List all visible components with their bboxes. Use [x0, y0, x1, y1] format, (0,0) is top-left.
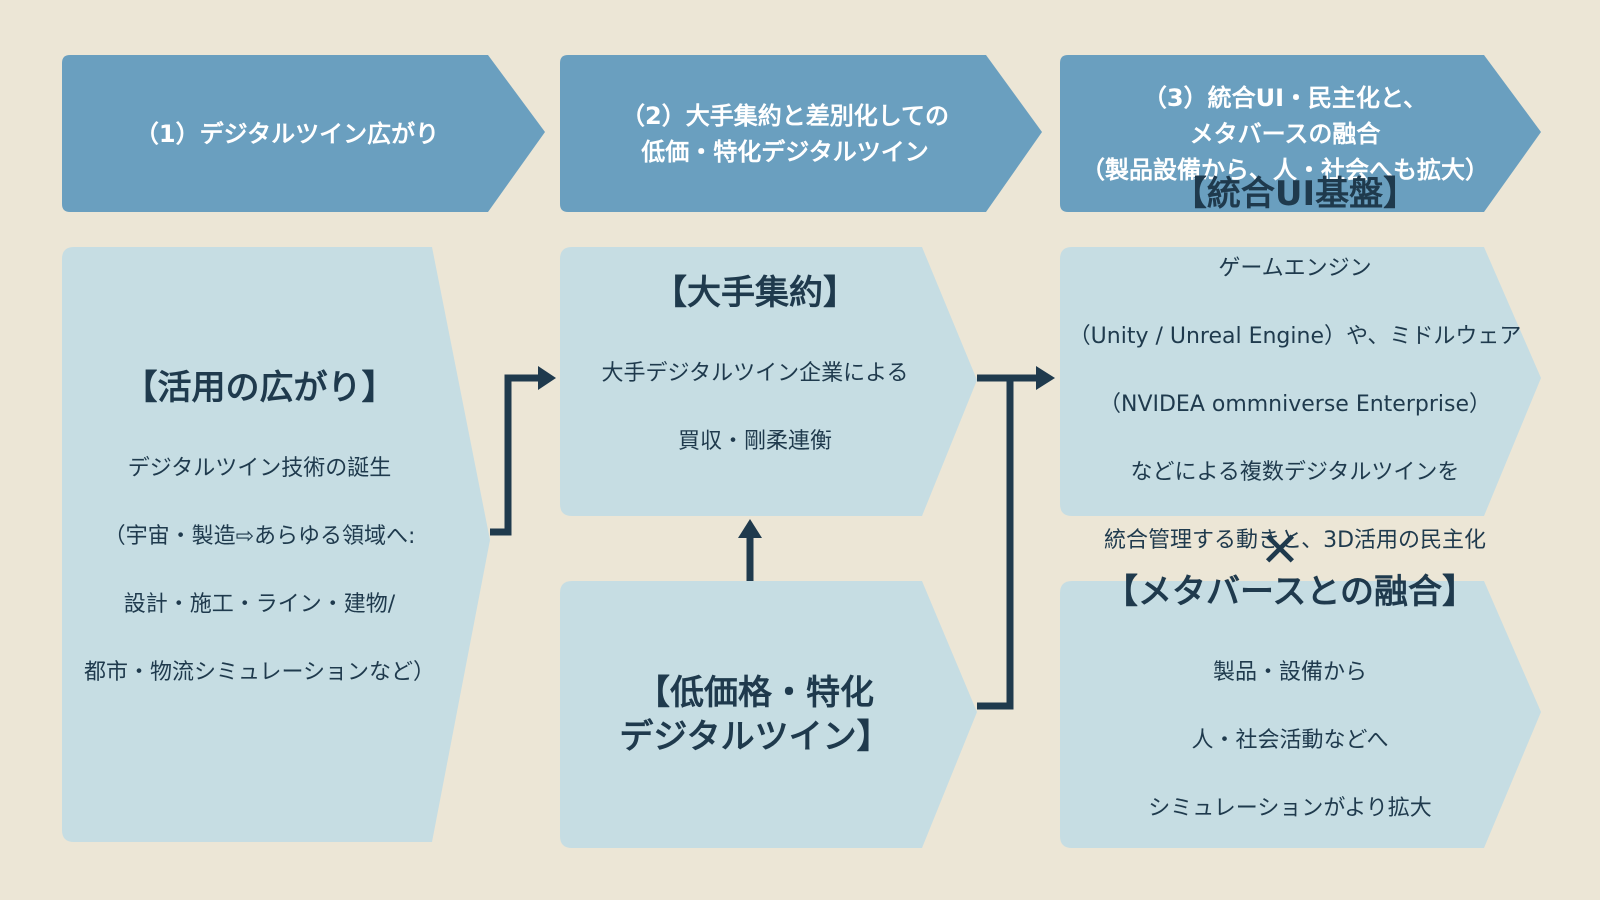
header-arrow-3 — [1060, 55, 1541, 212]
box-consolidation-title: 【大手集約】 — [653, 272, 857, 313]
box-spread-line-4: 都市・物流シミュレーションなど） — [83, 659, 436, 685]
box-spread-title: 【活用の広がり】 — [123, 367, 396, 408]
box-metaverse-shape — [1060, 581, 1541, 848]
box-integrated-line-4: などによる複数デジタルツインを — [1130, 459, 1460, 485]
box-integrated-shape — [1060, 247, 1541, 516]
arrowhead-up-to-consolidation — [738, 519, 762, 538]
box-metaverse-body: 製品・設備から 人・社会活動などへ シミュレーションがより拡大 — [1148, 622, 1432, 860]
header-arrow-2 — [560, 55, 1042, 212]
connector-spread-to-consolidation — [490, 374, 540, 536]
header-3-line-1: （3）統合UI・民主化と、 — [1142, 83, 1428, 112]
box-integrated-line-1: ゲームエンジン — [1218, 255, 1372, 281]
box-consolidation-line-2: 買収・剛柔連衡 — [677, 428, 832, 454]
box-integrated-line-3: （NVIDEA ommniverse Enterprise） — [1098, 391, 1491, 417]
box-consolidation-line-1: 大手デジタルツイン企業による — [601, 360, 909, 386]
header-arrow-1 — [62, 55, 545, 212]
box-metaverse: 【メタバースとの融合】 製品・設備から 人・社会活動などへ シミュレーションがよ… — [1060, 572, 1520, 848]
header-2-line-1: （2）大手集約と差別化しての — [621, 101, 949, 130]
box-lowcost: 【低価格・特化 デジタルツイン】 — [560, 581, 950, 848]
box-spread-line-2: （宇宙・製造⇨あらゆる領域へ: — [103, 523, 416, 549]
header-3-line-3: （製品設備から、人・社会へも拡大） — [1081, 155, 1489, 184]
box-lowcost-shape — [560, 581, 977, 848]
box-integrated-title: 【統合UI基盤】 — [1172, 173, 1418, 214]
box-consolidation-shape — [560, 247, 977, 516]
box-metaverse-line-1: 製品・設備から — [1212, 659, 1367, 685]
box-integrated-line-2: （Unity / Unreal Engine）や、ミドルウェア — [1068, 323, 1522, 349]
box-integrated-line-5: 統合管理する動きと、3D活用の民主化 — [1103, 527, 1487, 553]
box-metaverse-line-3: シミュレーションがより拡大 — [1148, 795, 1432, 821]
box-spread: 【活用の広がり】 デジタルツイン技術の誕生 （宇宙・製造⇨あらゆる領域へ: 設計… — [62, 247, 457, 842]
connector-lowcost-to-integrated — [977, 378, 1014, 710]
box-metaverse-line-2: 人・社会活動などへ — [1191, 727, 1389, 753]
header-label-3: （3）統合UI・民主化と、 メタバースの融合 （製品設備から、人・社会へも拡大） — [1060, 55, 1510, 212]
header-label-1: （1）デジタルツイン広がり — [62, 55, 512, 212]
box-spread-shape — [62, 247, 490, 842]
header-label-2: （2）大手集約と差別化しての 低価・特化デジタルツイン — [560, 55, 1010, 212]
box-integrated-body: ゲームエンジン （Unity / Unreal Engine）や、ミドルウェア … — [1069, 218, 1522, 592]
arrowhead-to-consolidation — [538, 366, 556, 390]
box-metaverse-title: 【メタバースとの融合】 — [1104, 571, 1476, 612]
box-consolidation-body: 大手デジタルツイン企業による 買収・剛柔連衡 — [602, 323, 909, 493]
arrowhead-to-integrated — [1036, 366, 1055, 390]
box-spread-line-3: 設計・施工・ライン・建物/ — [123, 591, 396, 617]
header-1-line-1: （1）デジタルツイン広がり — [134, 119, 440, 148]
box-spread-line-1: デジタルツイン技術の誕生 — [127, 455, 392, 481]
box-consolidation: 【大手集約】 大手デジタルツイン企業による 買収・剛柔連衡 — [560, 247, 950, 516]
header-3-line-2: メタバースの融合 — [1189, 119, 1381, 148]
box-integrated: 【統合UI基盤】 ゲームエンジン （Unity / Unreal Engine）… — [1060, 174, 1530, 553]
cross-icon: ✕ — [1259, 522, 1301, 578]
box-spread-body: デジタルツイン技術の誕生 （宇宙・製造⇨あらゆる領域へ: 設計・施工・ライン・建… — [84, 418, 435, 724]
header-2-line-2: 低価・特化デジタルツイン — [641, 137, 929, 166]
box-lowcost-title: 【低価格・特化 デジタルツイン】 — [619, 672, 891, 757]
connector-lines — [490, 366, 1055, 710]
